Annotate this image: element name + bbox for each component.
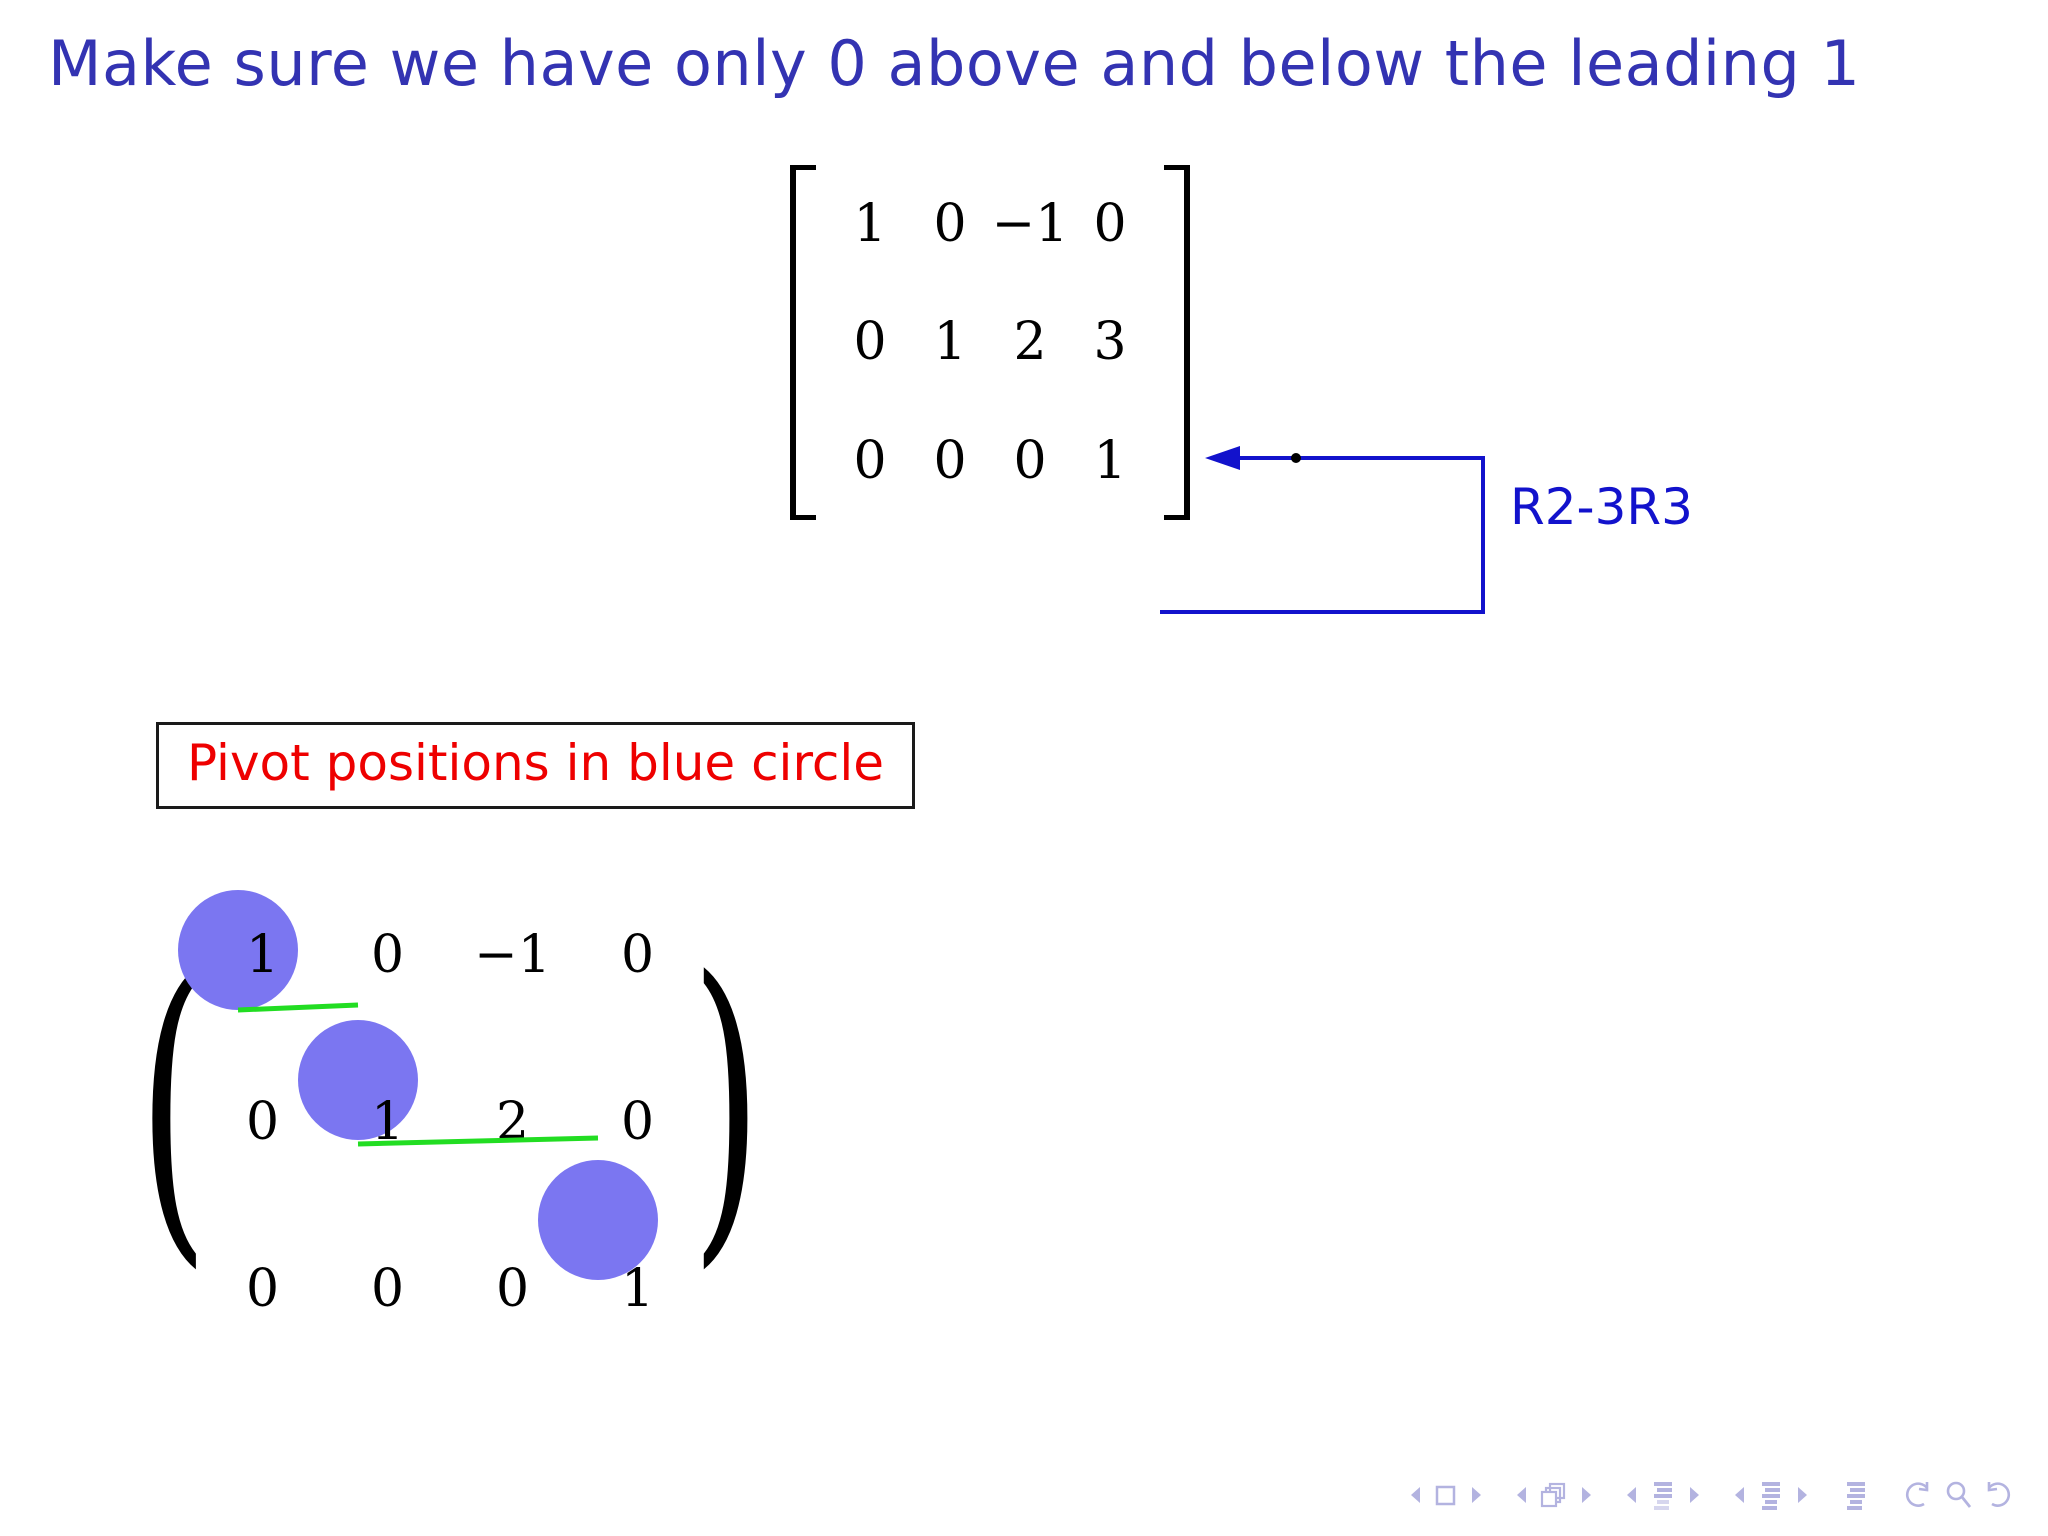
pivot-matrix-cell-r2c3: 2 xyxy=(495,1091,530,1152)
nav-group-frame[interactable] xyxy=(1408,1480,1484,1510)
matrix-two-cells: 1 0 −1 0 0 1 2 0 0 0 0 1 xyxy=(200,872,700,1372)
forward-icon[interactable] xyxy=(1980,1478,2014,1512)
pivot-matrix-cell-r3c3: 0 xyxy=(495,1258,530,1319)
pivot-circle-r3c4 xyxy=(538,1160,658,1280)
prev-section-arrow-icon[interactable] xyxy=(1624,1482,1640,1508)
pivot-circle-r2c2 xyxy=(298,1020,418,1140)
matrix-cell-r3c2: 0 xyxy=(933,430,967,491)
frame-icon[interactable] xyxy=(1431,1480,1461,1510)
section-lines-icon[interactable] xyxy=(1647,1478,1679,1512)
pivot-matrix-cell-r1c2: 0 xyxy=(370,925,405,986)
document-lines-icon[interactable] xyxy=(1755,1478,1787,1512)
matrix-cell-r3c4: 1 xyxy=(1093,430,1127,491)
row-operation-label: R2-3R3 xyxy=(1510,478,1693,536)
matrix-cell-r2c3: 2 xyxy=(1013,312,1047,373)
pivot-matrix-cell-r3c4: 1 xyxy=(620,1258,655,1319)
rref-matrix-paren: ( ) 1 0 −1 0 0 1 2 0 0 0 0 1 xyxy=(138,872,762,1372)
pivot-matrix-cell-r3c1: 0 xyxy=(245,1258,280,1319)
matrix-left-bracket xyxy=(790,165,816,520)
next-subsection-arrow-icon[interactable] xyxy=(1578,1482,1594,1508)
prev-doc-arrow-icon[interactable] xyxy=(1732,1482,1748,1508)
next-frame-arrow-icon[interactable] xyxy=(1468,1482,1484,1508)
pivot-matrix-cell-r1c4: 0 xyxy=(620,925,655,986)
augmented-matrix-bracket: 1 0 −1 0 0 1 2 3 0 0 0 1 xyxy=(790,165,1190,520)
pivot-matrix-cell-r3c2: 0 xyxy=(370,1258,405,1319)
next-section-arrow-icon[interactable] xyxy=(1686,1482,1702,1508)
back-icon[interactable] xyxy=(1902,1478,1936,1512)
matrix-cell-r3c3: 0 xyxy=(1013,430,1047,491)
matrix-one-cells: 1 0 −1 0 0 1 2 3 0 0 0 1 xyxy=(830,165,1150,520)
matrix-cell-r1c4: 0 xyxy=(1093,194,1127,255)
nav-group-history[interactable] xyxy=(1902,1478,2014,1512)
matrix-cell-r1c1: 1 xyxy=(853,194,887,255)
beamer-navigation-bar[interactable] xyxy=(1408,1478,2014,1512)
matrix-cell-r1c2: 0 xyxy=(933,194,967,255)
search-icon[interactable] xyxy=(1943,1478,1973,1512)
row-op-path xyxy=(1160,456,1485,614)
matrix-cell-r2c1: 0 xyxy=(853,312,887,373)
pivot-matrix-cell-r2c1: 0 xyxy=(245,1091,280,1152)
pivot-note-box: Pivot positions in blue circle xyxy=(156,722,916,809)
matrix-right-paren: ) xyxy=(691,912,762,1296)
pivot-circle-r1c1 xyxy=(178,890,298,1010)
matrix-cell-r3c1: 0 xyxy=(853,430,887,491)
nav-group-document[interactable] xyxy=(1732,1478,1810,1512)
pivot-matrix-cell-r2c4: 0 xyxy=(620,1091,655,1152)
prev-frame-arrow-icon[interactable] xyxy=(1408,1482,1424,1508)
page-title: Make sure we have only 0 above and below… xyxy=(48,27,1861,100)
next-doc-arrow-icon[interactable] xyxy=(1794,1482,1810,1508)
matrix-cell-r2c2: 1 xyxy=(933,312,967,373)
matrix-right-bracket xyxy=(1164,165,1190,520)
matrix-cell-r1c3: −1 xyxy=(991,194,1069,255)
prev-subsection-arrow-icon[interactable] xyxy=(1514,1482,1530,1508)
matrix-cell-r2c4: 3 xyxy=(1093,312,1127,373)
nav-group-subsection[interactable] xyxy=(1514,1480,1594,1510)
row-op-dot xyxy=(1291,453,1301,463)
nav-group-toc[interactable] xyxy=(1840,1478,1872,1512)
slides-stack-icon[interactable] xyxy=(1537,1480,1571,1510)
pivot-matrix-cell-r1c1: 1 xyxy=(245,925,280,986)
row-op-arrowhead xyxy=(1205,446,1240,470)
pivot-matrix-cell-r2c2: 1 xyxy=(370,1091,405,1152)
pivot-note-text: Pivot positions in blue circle xyxy=(187,734,885,792)
pivot-matrix-cell-r1c3: −1 xyxy=(474,925,551,986)
toc-icon[interactable] xyxy=(1840,1478,1872,1512)
nav-group-section[interactable] xyxy=(1624,1478,1702,1512)
